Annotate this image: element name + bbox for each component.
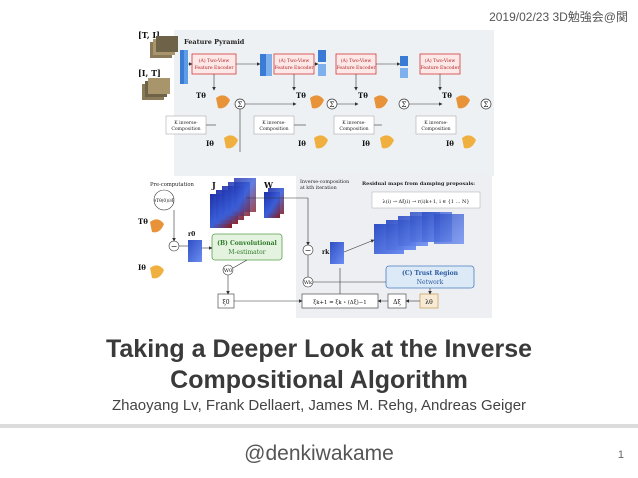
k-inverse-3-line1: K inverse- <box>342 120 366 126</box>
lambda-theta-label: λθ <box>425 299 433 306</box>
encoder-2-line2: Feature Encoder <box>274 65 314 71</box>
t-theta-label-1: Tθ <box>196 91 206 100</box>
t-theta-bottom-map <box>150 219 164 233</box>
update-formula: ξk+1 = ξk ∘ (Δξ)−1 <box>313 299 366 306</box>
encoder-arrows <box>188 62 442 91</box>
pyramid-flow-lines <box>206 102 443 152</box>
jacobian-node <box>153 189 175 211</box>
k-inverse-2-line1: K inverse- <box>262 120 286 126</box>
proposal-formula-box <box>371 191 481 209</box>
xi-zero-label: ξ0 <box>222 299 229 306</box>
sum-symbol-1: Σ <box>238 101 243 109</box>
t-theta-maps <box>216 95 476 149</box>
k-inverse-1-line1: K inverse- <box>174 120 198 126</box>
precomputation-label: Pre-computation <box>150 182 194 188</box>
jacobian-stack <box>210 178 256 228</box>
encoder-1-line1: (A) Two-View <box>199 57 230 64</box>
m-estimator-box: (B) Convolutional M-estimator <box>211 233 283 261</box>
minus-symbol-1: − <box>171 242 178 251</box>
w-zero-label: W0 <box>224 268 232 274</box>
trust-region-line1: (C) Trust Region <box>402 270 459 277</box>
k-inverse-box-3: K inverse- Composition <box>333 115 375 135</box>
k-inverse-box-4: K inverse- Composition <box>415 115 457 135</box>
sum-symbol-4: Σ <box>484 101 489 109</box>
i-theta-label-1: Iθ <box>206 139 214 148</box>
minus-symbol-2: − <box>305 246 312 255</box>
pyramid-cube-1 <box>180 50 188 84</box>
paper-authors: Zhaoyang Lv, Frank Dellaert, James M. Re… <box>111 397 527 414</box>
sum-symbol-2: Σ <box>330 101 335 109</box>
presenter-handle: @denkiwakame <box>244 442 394 465</box>
residual-map-stack <box>374 212 464 254</box>
k-inverse-box-1: K inverse- Composition <box>165 115 207 135</box>
t-theta-label-3: Tθ <box>358 91 368 100</box>
footer-divider <box>0 424 638 428</box>
trust-region-box: (C) Trust Region Network <box>385 265 475 289</box>
encoder-2-line1: (A) Two-View <box>279 57 310 64</box>
r-zero-map <box>188 240 202 262</box>
encoder-3-line2: Feature Encoder <box>336 65 376 71</box>
i-theta-bottom-map <box>150 265 164 279</box>
pyramid-cube-3 <box>318 50 326 76</box>
feature-encoder-3: (A) Two-View Feature Encoder <box>335 53 377 75</box>
i-theta-label-2: Iθ <box>298 139 306 148</box>
sum-symbol-3: Σ <box>402 101 407 109</box>
feature-pyramid-label: Feature Pyramid <box>184 38 245 46</box>
w-label: W <box>263 180 274 190</box>
r-zero-label: r0 <box>188 231 195 238</box>
feature-encoder-1: (A) Two-View Feature Encoder <box>191 53 237 75</box>
weight-stack <box>264 188 284 218</box>
delta-xi-label: Δξ <box>393 299 401 306</box>
i-theta-label-3: Iθ <box>362 139 370 148</box>
trust-region-line2: Network <box>417 279 444 286</box>
architecture-figure: [T, I] [I, T] Feature Pyramid ( <box>136 28 496 318</box>
k-inverse-3-line2: Composition <box>339 126 368 132</box>
label-it: [I, T] <box>138 68 161 78</box>
jacobian-expression: ∂Tθ(0)/∂ξ <box>154 199 175 204</box>
slide-title: Taking a Deeper Look at the Inverse Comp… <box>0 334 638 396</box>
input-image-stack-it <box>142 78 170 100</box>
inverse-composition-line2: at kth iteration <box>300 185 337 191</box>
label-ti: [T, I] <box>138 30 160 40</box>
residual-maps-label: Residual maps from damping proposals: <box>362 181 475 187</box>
architecture-diagram: [T, I] [I, T] Feature Pyramid ( <box>138 30 494 318</box>
encoder-4-line1: (A) Two-View <box>425 57 456 64</box>
page-number: 1 <box>617 449 624 461</box>
t-theta-bottom-label: Tθ <box>138 217 148 226</box>
m-estimator-line2: M-estimator <box>228 249 265 256</box>
i-theta-label-4: Iθ <box>446 139 454 148</box>
k-inverse-box-2: K inverse- Composition <box>253 115 295 135</box>
k-inverse-1-line2: Composition <box>171 126 200 132</box>
input-image-stack-ti <box>150 36 178 58</box>
k-inverse-4-line2: Composition <box>421 126 450 132</box>
pyramid-cube-2 <box>260 54 272 76</box>
feature-encoder-2: (A) Two-View Feature Encoder <box>273 53 315 75</box>
proposal-formula: λ(i) → Δξ(i) → r(i)k+1, i ∈ {1 ... N} <box>382 198 469 205</box>
m-estimator-line1: (B) Convolutional <box>217 240 277 247</box>
r-k-label: rk <box>322 249 330 256</box>
bottom-flow-lines <box>172 197 432 303</box>
pyramid-cube-4 <box>400 56 408 78</box>
r-k-map <box>330 242 344 264</box>
encoder-1-line2: Feature Encoder <box>194 65 234 71</box>
slide-title-line2: Compositional Algorithm <box>170 366 468 394</box>
slide-title-line1: Taking a Deeper Look at the Inverse <box>105 335 533 363</box>
feature-encoder-4: (A) Two-View Feature Encoder <box>419 53 461 75</box>
k-inverse-2-line2: Composition <box>259 126 288 132</box>
encoder-4-line2: Feature Encoder <box>420 65 460 71</box>
encoder-3-line1: (A) Two-View <box>341 57 372 64</box>
t-theta-label-2: Tθ <box>296 91 306 100</box>
k-inverse-4-line1: K inverse- <box>424 120 448 126</box>
slide-date-event: 2019/02/23 3D勉強会@関 <box>489 10 628 24</box>
w-k-label: Wk <box>304 280 313 286</box>
t-theta-label-4: Tθ <box>442 91 452 100</box>
i-theta-bottom-label: Iθ <box>138 263 146 272</box>
j-label: J <box>211 180 216 190</box>
inverse-composition-line1: Inverse-composition <box>300 179 349 185</box>
